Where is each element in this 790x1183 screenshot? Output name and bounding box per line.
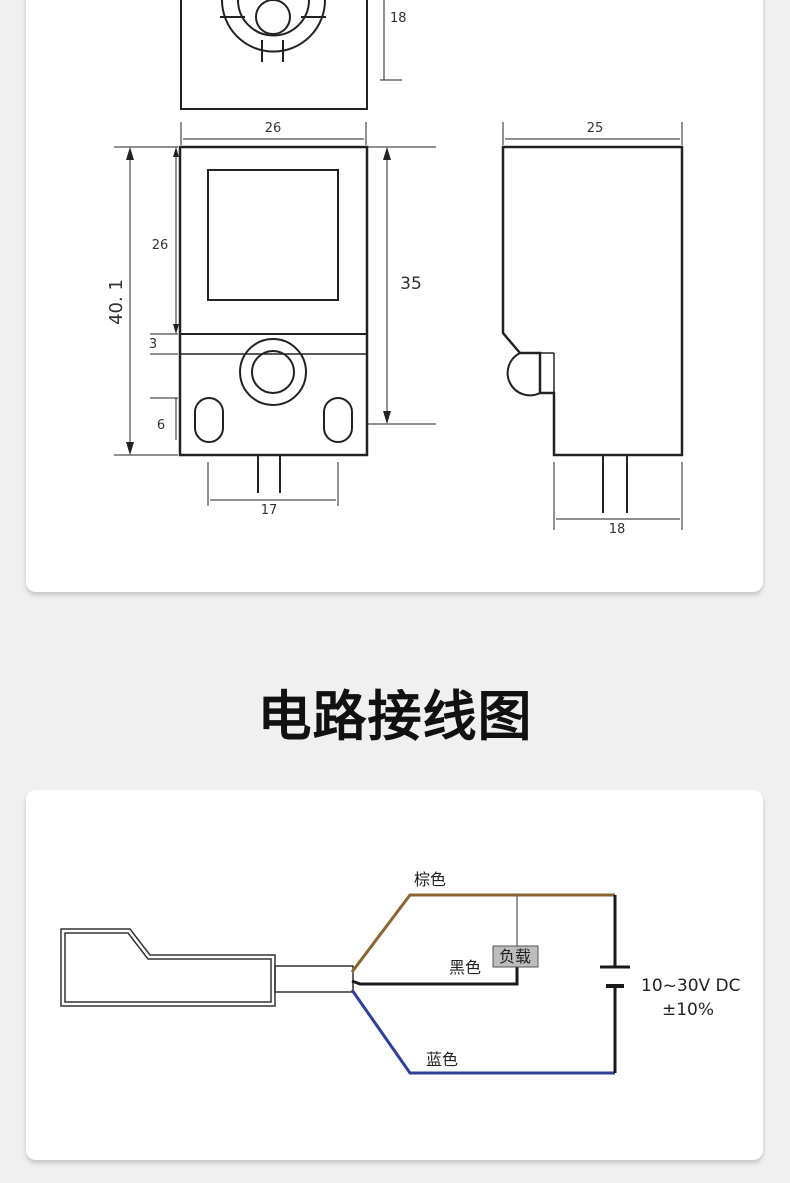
dim-side-depth: 25: [587, 121, 604, 136]
front-dimension-lines: [114, 122, 436, 506]
black-wire-label: 黑色: [449, 958, 481, 977]
dimension-drawing: 18: [106, 0, 684, 537]
dim-front-sensing-height: 35: [400, 274, 422, 294]
top-view: [180, 0, 402, 110]
dim-front-gap: 3: [149, 337, 157, 352]
sensor-body: [60, 928, 354, 1007]
dim-front-total-height: 40. 1: [106, 279, 127, 325]
dim-top-height: 18: [390, 11, 407, 26]
side-view: [501, 145, 684, 513]
blue-wire-label: 蓝色: [426, 1050, 458, 1069]
dim-front-pin-span: 17: [261, 503, 278, 518]
side-dimension-lines: [502, 122, 683, 530]
supply-tolerance-label: ±10%: [662, 1000, 714, 1020]
dim-front-window-height: 26: [152, 238, 169, 253]
dim-side-pin-span: 18: [609, 522, 626, 537]
section-title: 电路接线图: [257, 685, 533, 748]
dim-front-hole: 6: [157, 418, 165, 433]
front-view: [178, 145, 369, 493]
brown-wire-label: 棕色: [414, 870, 446, 889]
load-label: 负载: [499, 947, 531, 966]
wiring-diagram: 棕色 黑色 负载 蓝色 10~30V DC ±10%: [60, 870, 741, 1075]
load-box: [492, 945, 539, 968]
wiring-diagram-card: 棕色 黑色 负载 蓝色 10~30V DC ±10%: [26, 790, 763, 1160]
brown-wire: [350, 893, 615, 973]
black-wire: [351, 967, 519, 986]
supply-voltage-label: 10~30V DC: [641, 976, 741, 996]
dimension-drawing-card: 18: [26, 0, 763, 592]
dim-front-width: 26: [265, 121, 282, 136]
blue-wire: [350, 989, 615, 1075]
